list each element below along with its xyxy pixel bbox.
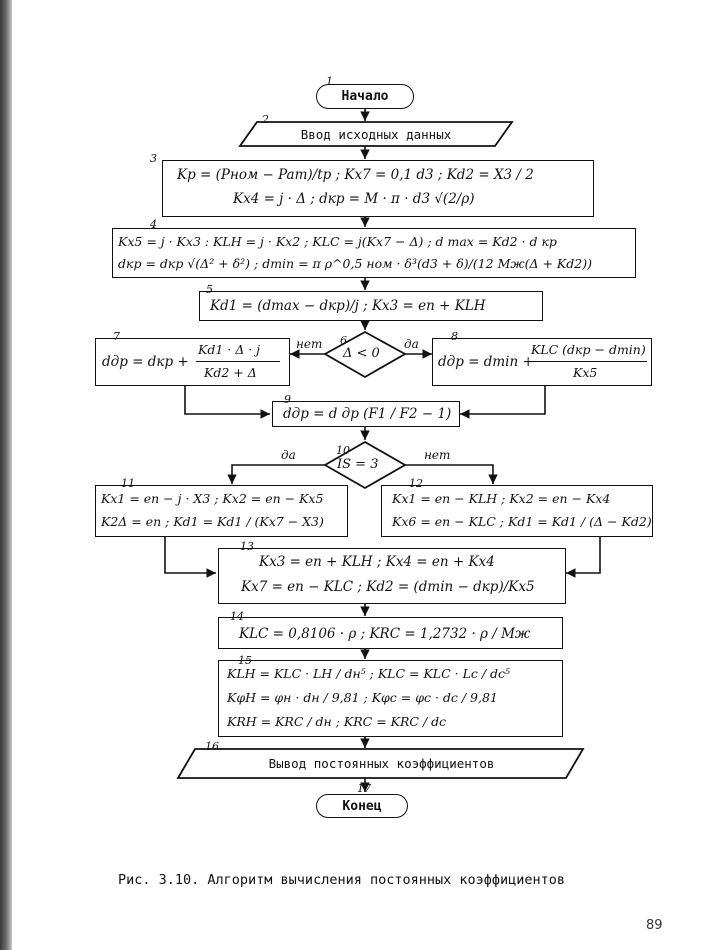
process-block-9: dдp = d дp (F1 / F2 − 1) <box>272 401 460 427</box>
node-16-shape <box>176 748 585 779</box>
block-9-text: dдp = d дp (F1 / F2 − 1) <box>283 406 452 422</box>
node-14-number: 14 <box>230 610 244 623</box>
decision-6-no-label: нет <box>296 337 323 351</box>
block-11-line-2: K2Δ = en ; Kd1 = Kd1 / (Kx7 − X3) <box>101 514 324 529</box>
connector-10-11 <box>227 464 325 484</box>
process-block-7: dдp = dкp + Kd1 · Δ · j Kd2 + Δ <box>95 338 290 386</box>
block-15-line-2: KφH = φн · dн / 9,81 ; Kφc = φc · dc / 9… <box>227 690 498 705</box>
block-14-text: KLC = 0,8106 · ρ ; KRC = 1,2732 · ρ / Mж <box>239 626 531 642</box>
block-7-lhs: dдp = dкp + <box>102 354 189 370</box>
node-8-number: 8 <box>451 330 458 343</box>
node-7-number: 7 <box>113 330 120 343</box>
process-block-14: KLC = 0,8106 · ρ ; KRC = 1,2732 · ρ / Mж <box>218 617 563 649</box>
connector-10-12 <box>405 464 498 484</box>
block-3-line-1: Kp = (Pном − Pam)/tp ; Kx7 = 0,1 d3 ; Kd… <box>177 167 534 183</box>
node-6-diamond <box>323 330 407 379</box>
process-block-15: KLH = KLC · LH / dн⁵ ; KLC = KLC · Lc / … <box>218 660 563 737</box>
process-block-13: Kx3 = en + KLH ; Kx4 = en + Kx4 Kx7 = en… <box>218 548 566 604</box>
node-12-number: 12 <box>409 477 423 490</box>
node-13-number: 13 <box>240 540 254 553</box>
node-10-number: 10 <box>336 444 350 457</box>
connector-12-13 <box>566 536 601 578</box>
node-2-shape <box>238 121 514 147</box>
output-label: Вывод постоянных коэффициентов <box>268 756 495 771</box>
node-17-number: 17 <box>357 782 371 795</box>
start-terminal: Начало <box>316 84 414 109</box>
block-7-numerator: Kd1 · Δ · j <box>198 342 261 357</box>
node-11-number: 11 <box>121 477 135 490</box>
page-binding-edge <box>0 0 12 950</box>
connector-11-13 <box>164 536 216 578</box>
decision-6-yes-label: да <box>404 337 419 351</box>
process-block-4: Kx5 = j · Kx3 : KLH = j · Kx2 ; KLC = j(… <box>112 228 636 278</box>
end-terminal: Конец <box>316 794 408 818</box>
node-1-number: 1 <box>326 75 333 88</box>
block-5-text: Kd1 = (dmax − dкp)/j ; Kx3 = en + KLH <box>210 298 486 314</box>
node-9-number: 9 <box>284 393 291 406</box>
node-5-number: 5 <box>206 283 213 296</box>
process-block-8: dдp = dmin + KLC (dкp − dmin) Kx5 <box>432 338 652 386</box>
block-7-fraction-bar <box>196 361 280 362</box>
start-label: Начало <box>341 89 389 104</box>
block-8-numerator: KLC (dкp − dmin) <box>531 342 646 357</box>
connector-8-9 <box>460 386 546 419</box>
decision-10-no-label: нет <box>424 448 451 462</box>
node-16-number: 16 <box>205 740 219 753</box>
block-13-line-1: Kx3 = en + KLH ; Kx4 = en + Kx4 <box>259 554 495 570</box>
decision-10-yes-label: да <box>281 448 296 462</box>
block-8-denominator: Kx5 <box>573 365 598 380</box>
block-11-line-1: Kx1 = en − j · X3 ; Kx2 = en − Kx5 <box>101 491 324 506</box>
block-12-line-1: Kx1 = en − KLH ; Kx2 = en − Kx4 <box>392 491 611 506</box>
block-3-line-2: Kx4 = j · Δ ; dкp = M · π · d3 √(2/ρ) <box>233 191 475 207</box>
block-15-line-1: KLH = KLC · LH / dн⁵ ; KLC = KLC · Lc / … <box>227 666 511 681</box>
block-4-line-1: Kx5 = j · Kx3 : KLH = j · Kx2 ; KLC = j(… <box>118 234 557 249</box>
decision-10-condition: IS = 3 <box>337 457 379 472</box>
input-data-label: Ввод исходных данных <box>300 126 452 142</box>
output-block: Вывод постоянных коэффициентов <box>180 749 583 778</box>
block-8-fraction-bar <box>529 361 647 362</box>
process-block-11: Kx1 = en − j · X3 ; Kx2 = en − Kx5 K2Δ =… <box>95 485 348 537</box>
node-6-number: 6 <box>340 334 347 347</box>
block-8-lhs: dдp = dmin + <box>438 354 534 370</box>
page-number: 89 <box>646 918 663 933</box>
node-10-diamond <box>323 440 407 490</box>
node-4-number: 4 <box>150 218 157 231</box>
block-12-line-2: Kx6 = en − KLC ; Kd1 = Kd1 / (Δ − Kd2) <box>392 514 652 529</box>
process-block-5: Kd1 = (dmax − dкp)/j ; Kx3 = en + KLH <box>199 291 543 321</box>
process-block-3: Kp = (Pном − Pam)/tp ; Kx7 = 0,1 d3 ; Kd… <box>162 160 594 217</box>
input-data-block: Ввод исходных данных <box>240 122 512 146</box>
process-block-12: Kx1 = en − KLH ; Kx2 = en − Kx4 Kx6 = en… <box>381 485 653 537</box>
end-label: Конец <box>342 798 382 814</box>
connector-7-9 <box>184 386 270 419</box>
node-15-number: 15 <box>238 654 252 667</box>
block-7-denominator: Kd2 + Δ <box>204 365 257 380</box>
decision-6-condition: Δ < 0 <box>343 346 380 361</box>
block-13-line-2: Kx7 = en − KLC ; Kd2 = (dmin − dкp)/Kx5 <box>241 579 535 595</box>
block-15-line-3: KRH = KRC / dн ; KRC = KRC / dc <box>227 714 447 729</box>
block-4-line-2: dкp = dкp √(Δ² + δ²) ; dmin = π ρ^0,5 но… <box>118 256 592 271</box>
figure-caption: Рис. 3.10. Алгоритм вычисления постоянны… <box>118 872 566 888</box>
node-2-number: 2 <box>262 113 269 126</box>
node-3-number: 3 <box>150 152 157 165</box>
